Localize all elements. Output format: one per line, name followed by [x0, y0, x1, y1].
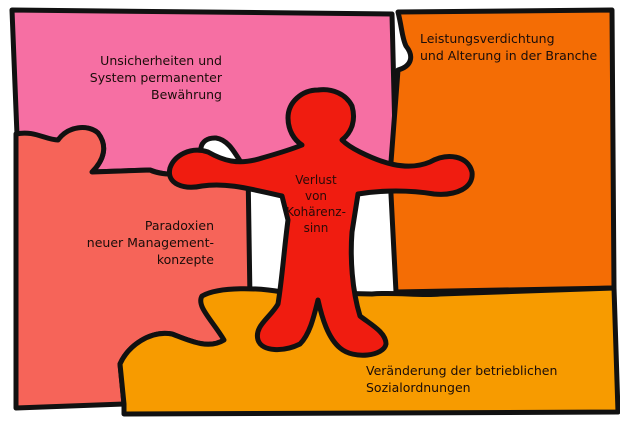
- left-label-line: Paradoxien: [48, 217, 214, 234]
- center-label-line: von: [270, 188, 362, 204]
- center-label-line: Kohärenz-: [270, 204, 362, 220]
- bottom-label-line: Veränderung der betrieblichen: [366, 362, 557, 379]
- top-right-label-line: und Alterung in der Branche: [420, 47, 597, 64]
- top-right-label-line: Leistungsverdichtung: [420, 30, 597, 47]
- bottom-piece-label: Veränderung der betrieblichen Sozialordn…: [366, 362, 557, 396]
- bottom-label-line: Sozialordnungen: [366, 379, 557, 396]
- top-left-label-line: Bewährung: [40, 86, 222, 103]
- top-left-piece-label: Unsicherheiten und System permanenter Be…: [40, 52, 222, 103]
- top-right-piece-label: Leistungsverdichtung und Alterung in der…: [420, 30, 597, 64]
- left-label-line: konzepte: [48, 251, 214, 268]
- center-label-line: sinn: [270, 220, 362, 236]
- left-piece-label: Paradoxien neuer Management- konzepte: [48, 217, 214, 268]
- top-left-label-line: Unsicherheiten und: [40, 52, 222, 69]
- center-label-line: Verlust: [270, 172, 362, 188]
- left-label-line: neuer Management-: [48, 234, 214, 251]
- top-left-label-line: System permanenter: [40, 69, 222, 86]
- center-figure-label: Verlust von Kohärenz- sinn: [270, 172, 362, 236]
